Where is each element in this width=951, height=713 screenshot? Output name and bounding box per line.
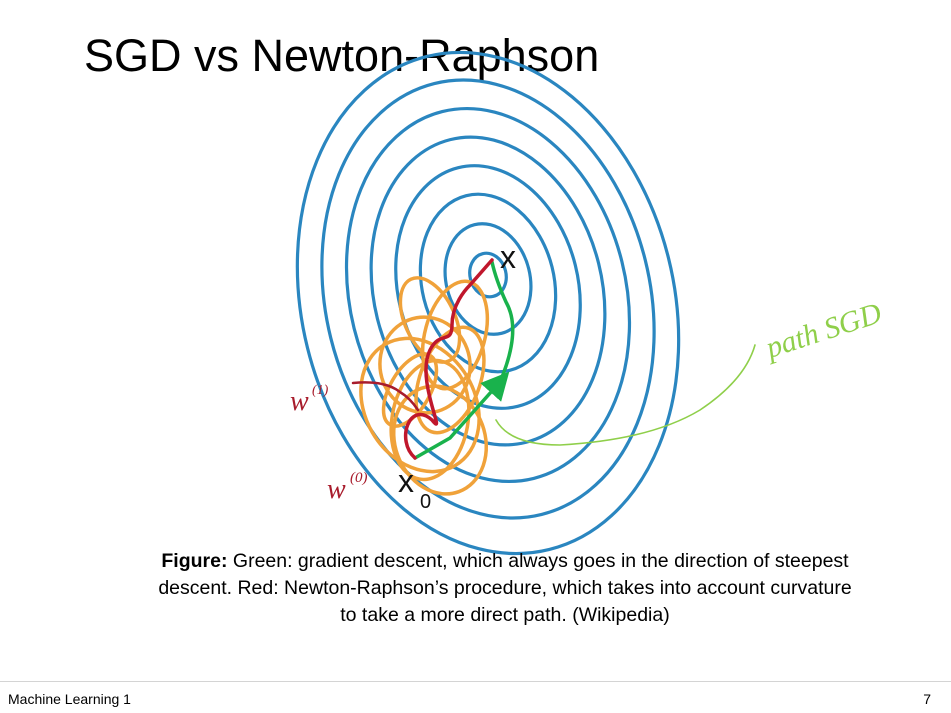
sgd-loop xyxy=(391,384,489,496)
page-number: 7 xyxy=(923,691,931,707)
contour-ring xyxy=(468,251,508,299)
path-sgd-label: path SGD xyxy=(760,296,886,365)
contour-ring xyxy=(418,192,558,374)
caption-label: Figure: xyxy=(161,550,228,572)
contour-ring xyxy=(295,50,681,556)
w1-label: w (1) xyxy=(290,383,329,417)
newton-raphson-path xyxy=(403,258,494,460)
caption-text: Green: gradient descent, which always go… xyxy=(158,550,852,626)
slide-footer: Machine Learning 1 7 xyxy=(0,681,951,713)
sgd-loop xyxy=(381,352,439,428)
slide-title: SGD vs Newton-Raphson xyxy=(84,30,600,81)
optimum-label: x xyxy=(500,239,516,275)
start-label: x 0 xyxy=(398,463,431,513)
w0-label: w (0) xyxy=(327,470,368,505)
sgd-loop xyxy=(398,276,462,364)
contour-lines xyxy=(295,50,681,556)
contour-ring xyxy=(369,135,607,447)
course-name: Machine Learning 1 xyxy=(8,691,131,707)
gradient-descent-path xyxy=(413,260,515,460)
contour-ring xyxy=(344,107,632,483)
sgd-loop xyxy=(414,325,486,435)
contour-ring xyxy=(320,78,656,520)
sgd-loop xyxy=(420,279,490,391)
path-sgd-pointer xyxy=(495,344,756,446)
w1-pointer xyxy=(351,381,420,412)
figure-caption: Figure: Green: gradient descent, which a… xyxy=(150,548,860,629)
